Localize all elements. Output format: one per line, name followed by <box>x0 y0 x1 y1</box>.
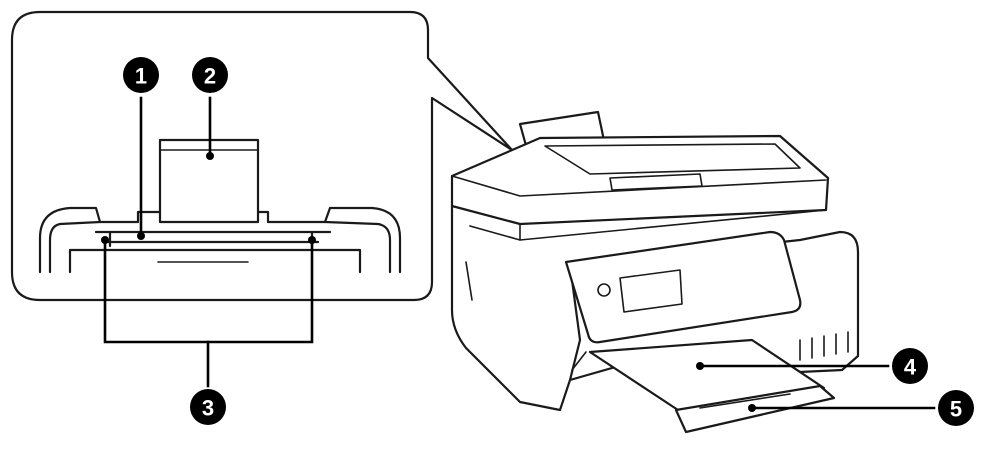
callout-3-label: 3 <box>202 396 214 421</box>
callout-2: 2 <box>192 57 228 93</box>
callout-3: 3 <box>190 389 226 425</box>
callout-5: 5 <box>938 390 974 426</box>
leader-lines <box>101 96 936 412</box>
callout-4: 4 <box>892 348 928 384</box>
all-in-one-printer-icon <box>450 110 860 434</box>
callout-1: 1 <box>123 57 159 93</box>
callout-2-label: 2 <box>204 64 216 89</box>
callout-4-label: 4 <box>904 355 917 380</box>
callout-5-label: 5 <box>950 397 962 422</box>
callout-1-label: 1 <box>135 64 147 89</box>
zoom-inset-panel <box>10 10 514 302</box>
paper-feed-slot-closeup-icon <box>38 138 402 274</box>
